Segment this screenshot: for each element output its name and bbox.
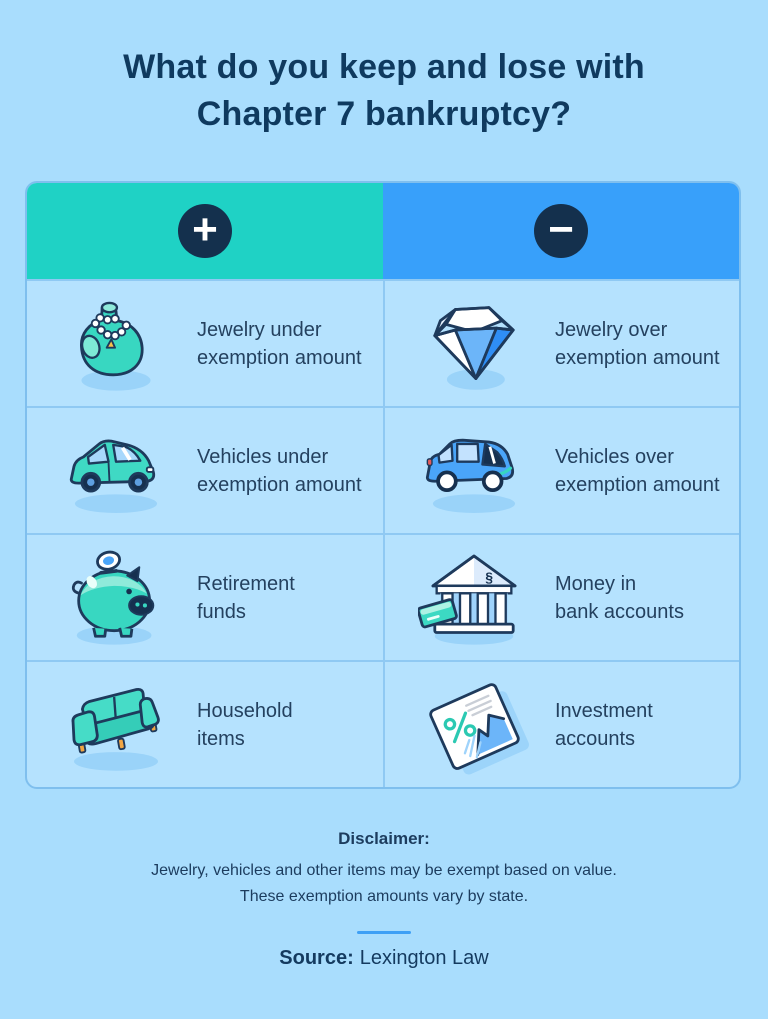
svg-text:§: § bbox=[485, 569, 493, 585]
disclaimer-title: Disclaimer: bbox=[338, 829, 430, 848]
cell-label: Money in bank accounts bbox=[555, 572, 684, 623]
cell-label: Investment accounts bbox=[555, 699, 653, 750]
table-header-row: + − bbox=[27, 183, 739, 279]
piggy-bank-icon bbox=[57, 546, 175, 650]
cell-label: Jewelry over exemption amount bbox=[555, 318, 720, 369]
source-line: Source:Lexington Law bbox=[0, 947, 768, 970]
cell-label: Household items bbox=[197, 699, 293, 750]
table-row-investment-lose: Investment accounts bbox=[383, 660, 739, 787]
lose-header-cell: − bbox=[383, 183, 739, 279]
divider-line bbox=[357, 931, 411, 934]
source-value: Lexington Law bbox=[359, 947, 489, 969]
source-label: Source: bbox=[279, 947, 354, 969]
table-row-vehicles-lose: Vehicles over exemption amount bbox=[383, 406, 739, 533]
teal-car-icon bbox=[57, 419, 175, 523]
investment-chart-icon bbox=[415, 673, 533, 777]
cell-label: Jewelry under exemption amount bbox=[197, 318, 362, 369]
disclaimer: Disclaimer: Jewelry, vehicles and other … bbox=[0, 829, 768, 910]
table-row-retirement-keep: Retirement funds bbox=[27, 533, 383, 660]
keep-header-cell: + bbox=[27, 183, 383, 279]
couch-icon bbox=[57, 673, 175, 777]
table-row-bank-lose: § bbox=[383, 533, 739, 660]
plus-icon: + bbox=[178, 204, 232, 258]
disclaimer-text: Jewelry, vehicles and other items may be… bbox=[151, 862, 617, 905]
minus-icon: − bbox=[534, 204, 588, 258]
blue-van-icon bbox=[415, 419, 533, 523]
diamond-icon bbox=[415, 292, 533, 396]
table-row-jewelry-keep: Jewelry under exemption amount bbox=[27, 279, 383, 406]
table-row-vehicles-keep: Vehicles under exemption amount bbox=[27, 406, 383, 533]
jewelry-bust-icon bbox=[57, 292, 175, 396]
bank-building-icon: § bbox=[415, 546, 533, 650]
page-title: What do you keep and lose with Chapter 7… bbox=[123, 48, 645, 133]
cell-label: Vehicles under exemption amount bbox=[197, 445, 362, 496]
cell-label: Vehicles over exemption amount bbox=[555, 445, 720, 496]
table-row-jewelry-lose: Jewelry over exemption amount bbox=[383, 279, 739, 406]
keep-lose-table: + − bbox=[25, 181, 741, 789]
cell-label: Retirement funds bbox=[197, 572, 295, 623]
table-body: Jewelry under exemption amount bbox=[27, 279, 739, 787]
table-row-household-keep: Household items bbox=[27, 660, 383, 787]
